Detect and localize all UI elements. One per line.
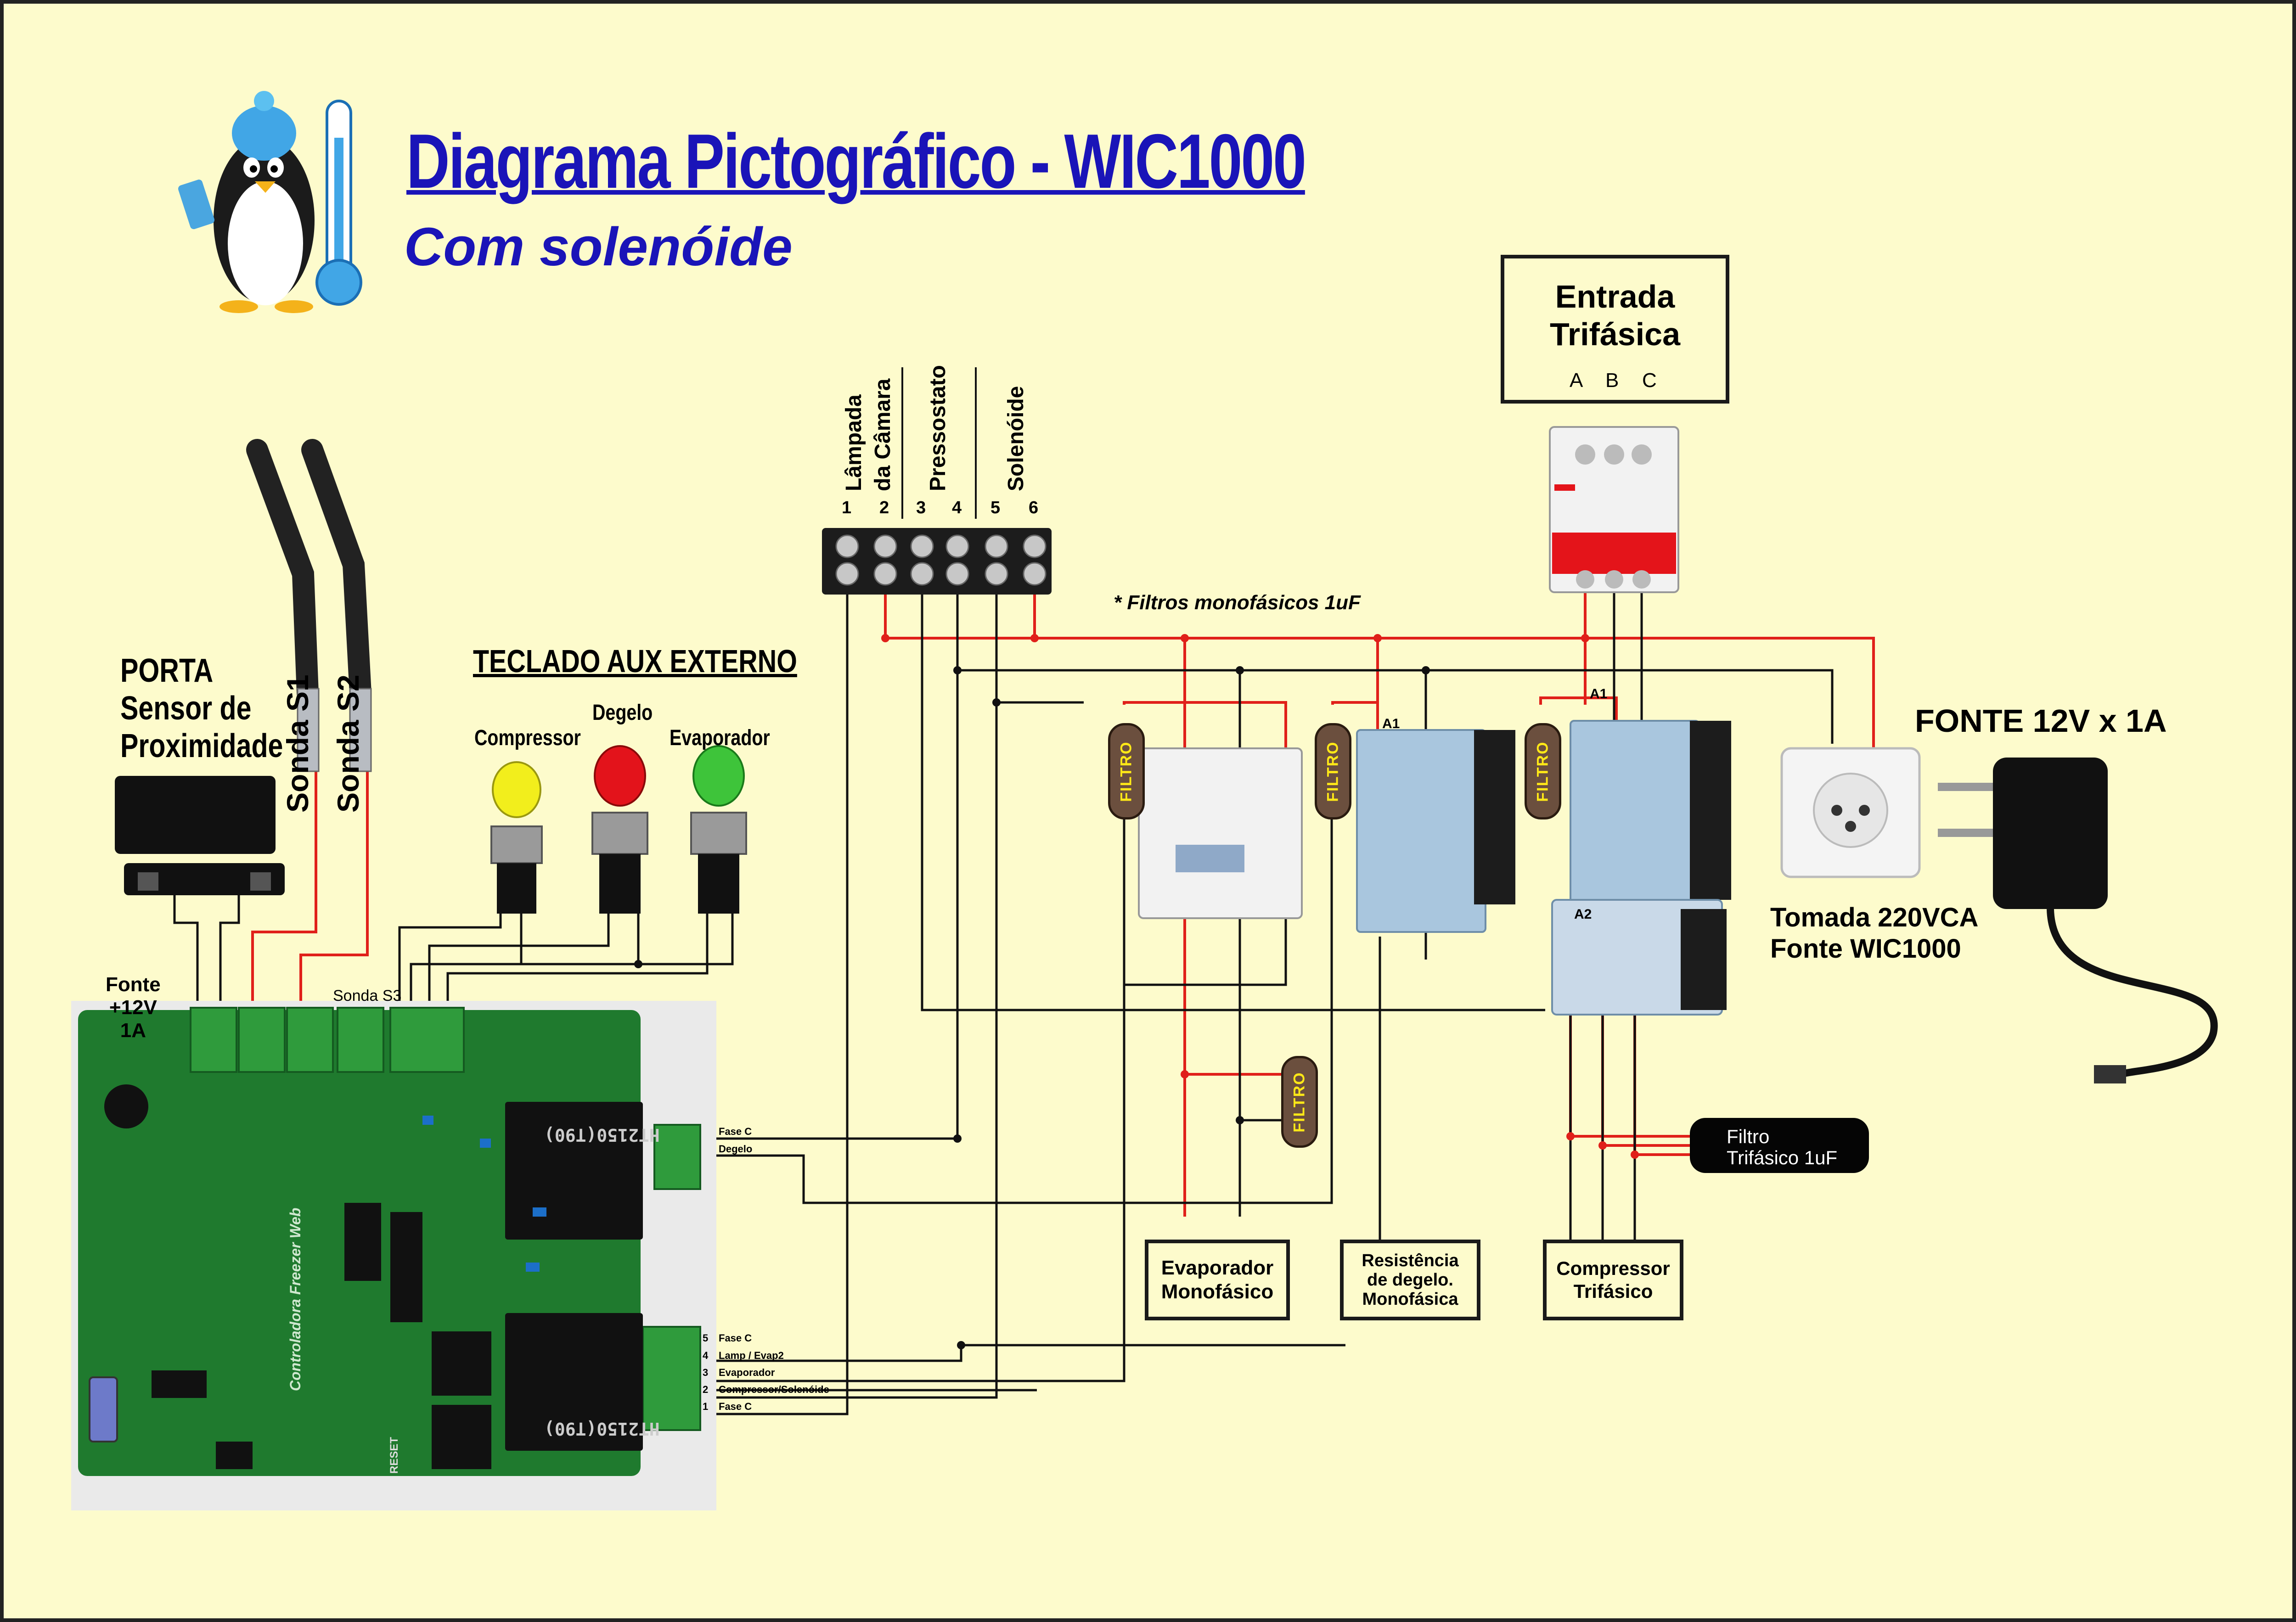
phase-c: C [1642, 369, 1657, 392]
filtros-note: * Filtros monofásicos 1uF [1114, 591, 1361, 614]
relay-big-pin-4-label: Lamp / Evap2 [719, 1350, 784, 1361]
relay-big-pin-1-label: Fase C [719, 1401, 752, 1412]
contactor-2 [1356, 729, 1515, 933]
label-pressostato: Pressostato [926, 365, 950, 491]
contactor-3 [1551, 720, 1731, 1016]
load-compressor-line2: Trifásico [1573, 1280, 1653, 1302]
relay-big-pin-2-num: 2 [703, 1384, 709, 1395]
load-compressor-line1: Compressor [1556, 1257, 1670, 1279]
terminal-pin-6: 6 [1029, 498, 1039, 517]
teclado-btn-compressor-label: Compressor [474, 726, 581, 750]
filtro-1: FILTRO [1108, 723, 1145, 819]
relay-small-pin-fase-c: Fase C [719, 1126, 752, 1137]
board-name-silk: Controladora Freezer Web [287, 1207, 304, 1391]
filtro-4: FILTRO [1281, 1056, 1318, 1148]
temperature-probes [246, 439, 372, 772]
filtro-3: FILTRO [1525, 723, 1561, 819]
terminal-pin-2: 2 [879, 498, 889, 517]
porta-line1: PORTA [120, 652, 214, 689]
load-resistencia: Resistência de degelo. Monofásica [1340, 1240, 1480, 1320]
controller-pcb [71, 1001, 716, 1510]
black-junctions [634, 666, 1430, 1349]
relay-big-pin-4-num: 4 [703, 1350, 709, 1361]
board-fonte-line1: Fonte [106, 973, 161, 996]
sonda-s3-label: Sonda S3 [333, 987, 402, 1005]
tomada-line2: Fonte WIC1000 [1770, 934, 1961, 964]
teclado-btn-evaporador-label: Evaporador [670, 726, 770, 750]
filtro-2: FILTRO [1315, 723, 1351, 819]
penguin-mascot [178, 91, 362, 313]
phase-a: A [1570, 369, 1583, 392]
contactor-mark-a1-1: A1 [1382, 716, 1400, 731]
filtro-trifasico: Filtro Trifásico 1uF [1690, 1118, 1869, 1173]
contactor-mark-a1-2: A1 [1590, 686, 1608, 702]
load-resistencia-line1: Resistência [1362, 1251, 1459, 1270]
relay-big-pin-5-num: 5 [703, 1332, 709, 1344]
porta-line3: Proximidade [120, 728, 283, 764]
label-solenoide: Solenóide [1004, 386, 1028, 491]
entrada-line2: Trifásica [1549, 316, 1681, 352]
label-lampada: Lâmpada [842, 394, 866, 491]
red-junctions [881, 634, 1639, 1159]
load-evaporador-line2: Monofásico [1161, 1280, 1274, 1303]
wall-socket [1780, 747, 1921, 878]
relay-big-pin-3-num: 3 [703, 1367, 709, 1378]
aux-push-buttons [490, 745, 747, 914]
load-evaporador: Evaporador Monofásico [1145, 1240, 1290, 1320]
sonda-s1-label: Sonda S1 [281, 674, 315, 813]
entrada-trifasica-box: Entrada Trifásica [1501, 255, 1729, 404]
relay-big-pin-1-num: 1 [703, 1401, 709, 1412]
tomada-line1: Tomada 220VCA [1770, 903, 1979, 932]
terminal-pin-3: 3 [916, 498, 926, 517]
contactor-1 [1138, 747, 1303, 919]
terminal-pin-5: 5 [990, 498, 1001, 517]
filtro-4-label: FILTRO [1290, 1071, 1308, 1133]
door-sensor [115, 776, 285, 895]
load-compressor: Compressor Trifásico [1543, 1240, 1683, 1320]
terminal-strip [822, 367, 1052, 595]
relay-small-pin-degelo: Degelo [719, 1143, 753, 1155]
relay-silk-1: HT2150(T90) [544, 1125, 660, 1145]
teclado-btn-degelo-label: Degelo [592, 701, 653, 725]
filtro-1-label: FILTRO [1117, 741, 1135, 802]
relay-silk-2: HT2150(T90) [544, 1419, 660, 1439]
terminal-pin-1: 1 [842, 498, 852, 517]
load-resistencia-line2: de degelo. [1367, 1270, 1453, 1290]
porta-line2: Sensor de [120, 690, 252, 727]
black-wires [173, 582, 1834, 1415]
relay-big-pin-2-label: Compressor/Solenóide [719, 1384, 829, 1395]
relay-big-pin-3-label: Evaporador [719, 1367, 775, 1378]
terminal-pin-4: 4 [952, 498, 962, 517]
phase-b: B [1605, 369, 1619, 392]
board-fonte-line3: 1A [120, 1019, 146, 1042]
contactor-mark-a2: A2 [1574, 907, 1592, 922]
reset-silk: RESET [388, 1437, 400, 1474]
circuit-breaker [1549, 426, 1679, 593]
filtro-trifasico-line1: Filtro [1727, 1126, 1770, 1147]
filtro-2-label: FILTRO [1324, 741, 1342, 802]
board-fonte-label: Fonte +12V 1A [106, 973, 161, 1042]
filtro-3-label: FILTRO [1534, 741, 1552, 802]
label-da-camara: da Câmara [871, 378, 895, 491]
relay-big-pin-5-label: Fase C [719, 1332, 752, 1344]
board-fonte-line2: +12V [109, 996, 157, 1019]
sonda-s2-label: Sonda S2 [331, 674, 365, 813]
load-evaporador-line1: Evaporador [1161, 1257, 1274, 1279]
page-subtitle: Com solenóide [404, 217, 793, 277]
page-title: Diagrama Pictográfico - WIC1000 [406, 118, 1306, 204]
power-adapter [1938, 758, 2218, 1083]
fonte-title: FONTE 12V x 1A [1915, 703, 2167, 739]
load-resistencia-line3: Monofásica [1362, 1290, 1458, 1309]
entrada-line1: Entrada [1555, 279, 1675, 314]
teclado-title: TECLADO AUX EXTERNO [473, 643, 797, 679]
filtro-trifasico-line2: Trifásico 1uF [1727, 1147, 1838, 1168]
